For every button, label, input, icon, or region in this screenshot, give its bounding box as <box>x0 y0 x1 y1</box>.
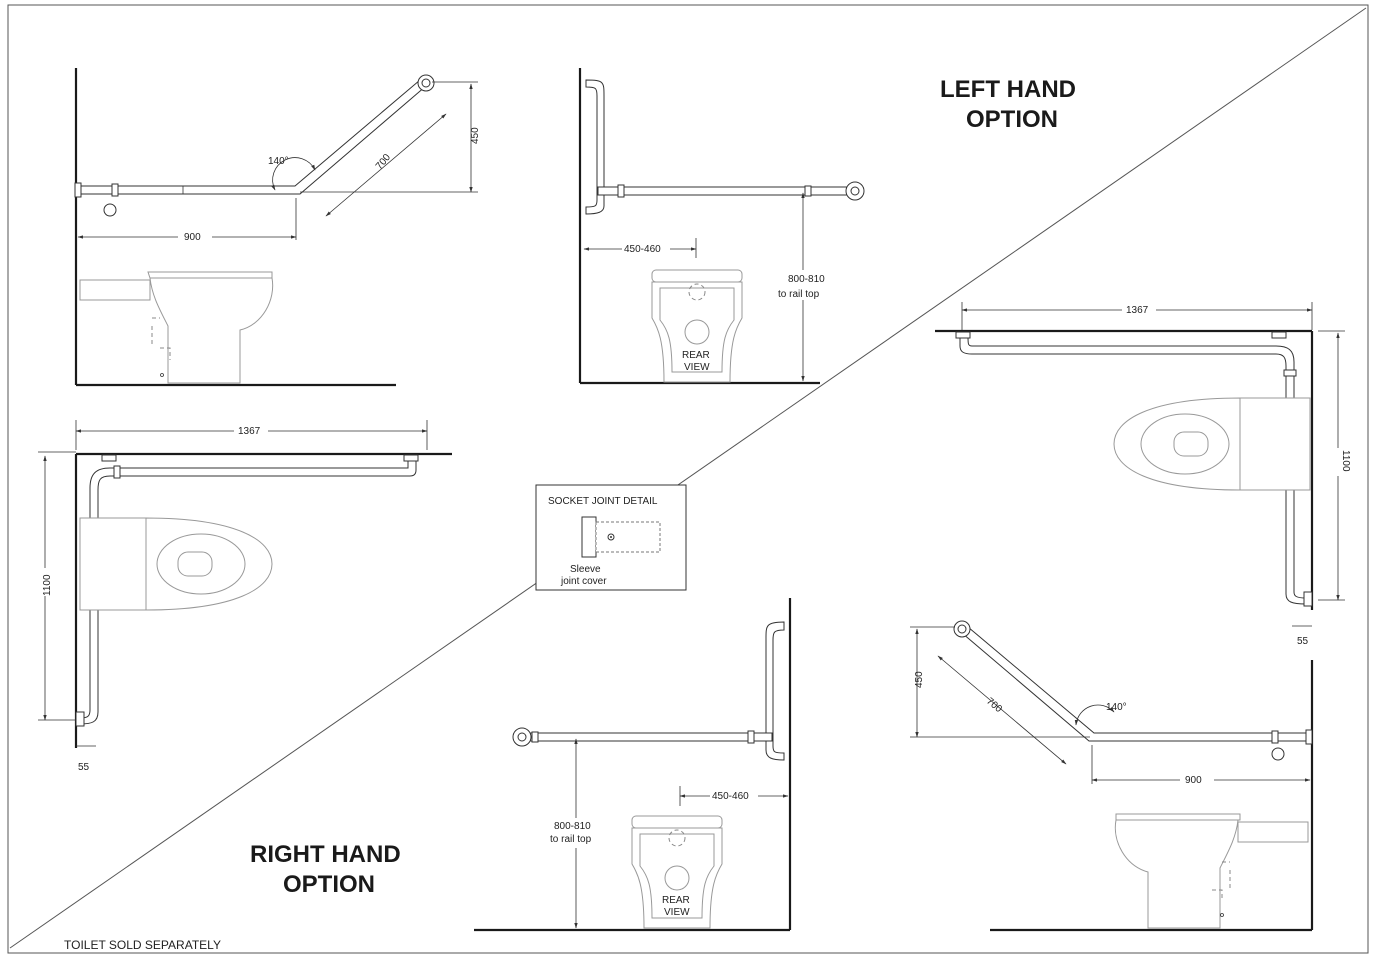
height-450-label-2: 450 <box>914 671 925 688</box>
footer-note: TOILET SOLD SEPARATELY <box>64 938 221 952</box>
right-option-title-1: RIGHT HAND <box>250 841 401 868</box>
left-elevation-angled: 140° 900 700 450 <box>74 68 481 387</box>
offset-label-2: 450-460 <box>712 791 749 802</box>
plan-depth-label: 1100 <box>1340 450 1351 472</box>
left-plan-view: 1367 1100 55 <box>935 302 1351 647</box>
length-900-label: 900 <box>184 232 201 243</box>
length-900-label-2: 900 <box>1185 775 1202 786</box>
wall-offset-label-2: 55 <box>78 762 90 773</box>
left-option-title-2: OPTION <box>966 106 1058 133</box>
rail-height-label-3: 800-810 <box>554 821 591 832</box>
rear-view-label-2: VIEW <box>684 362 710 373</box>
socket-caption-2: joint cover <box>560 576 607 587</box>
height-450-label: 450 <box>470 127 481 144</box>
angle-label: 140° <box>268 156 289 167</box>
rear-view-label-3: REAR <box>662 895 690 906</box>
left-elevation-straight: 450-460 800-810 to rail top REAR VIEW <box>578 68 865 385</box>
diag-700-label: 700 <box>374 152 393 172</box>
left-option-title-1: LEFT HAND <box>940 76 1076 103</box>
offset-label: 450-460 <box>624 244 661 255</box>
right-plan-view: 1367 1100 55 <box>38 420 452 773</box>
diagonal-divider <box>9 7 1367 949</box>
plan-width-label: 1367 <box>1126 305 1149 316</box>
rail-height-label-1: 800-810 <box>788 274 825 285</box>
socket-detail-title: SOCKET JOINT DETAIL <box>548 496 658 507</box>
plan-depth-label-2: 1100 <box>42 574 53 596</box>
sheet-border <box>7 4 1369 954</box>
socket-joint-detail: SOCKET JOINT DETAIL Sleeve joint cover <box>535 484 687 591</box>
socket-caption-1: Sleeve <box>570 564 601 575</box>
rail-height-label-2: to rail top <box>778 289 820 300</box>
rail-height-label-4: to rail top <box>550 834 592 845</box>
right-elevation-straight: 450-460 800-810 to rail top REAR VIEW <box>474 598 792 932</box>
angle-label-2: 140° <box>1106 702 1127 713</box>
rear-view-label-1: REAR <box>682 350 710 361</box>
right-elevation-angled: 140° 700 450 900 <box>910 620 1314 932</box>
plan-width-label-2: 1367 <box>238 426 261 437</box>
right-option-title-2: OPTION <box>283 871 375 898</box>
rear-view-label-4: VIEW <box>664 907 690 918</box>
diag-700-label-2: 700 <box>984 696 1004 715</box>
wall-offset-label: 55 <box>1297 636 1309 647</box>
